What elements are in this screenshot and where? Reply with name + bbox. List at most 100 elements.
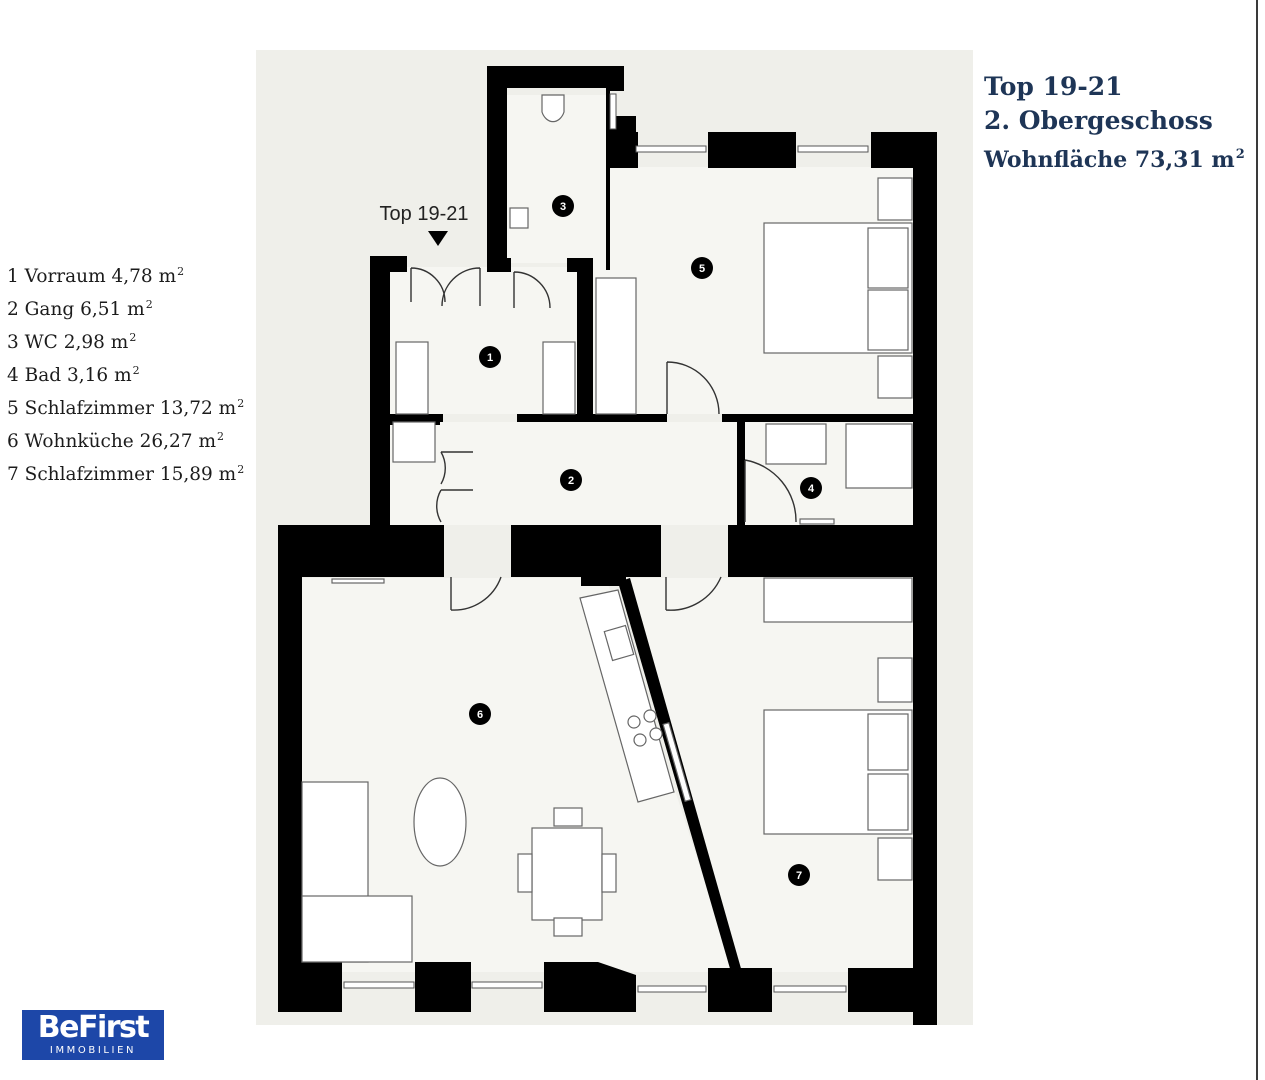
wall xyxy=(487,66,507,272)
door-schlafzimmer-5 xyxy=(666,361,720,415)
door-gang-cupboard xyxy=(436,489,473,523)
wall xyxy=(848,968,937,1012)
legend-item: 6 Wohnküche 26,27 m2 xyxy=(7,430,224,452)
floor-plan: Top 19-21 1 2 3 4 5 6 7 xyxy=(256,50,973,1025)
legend-item: 4 Bad 3,16 m2 xyxy=(7,364,140,386)
window xyxy=(343,981,415,989)
sofa xyxy=(301,895,413,963)
wall xyxy=(581,570,626,586)
logo-tagline: IMMOBILIEN xyxy=(49,1045,137,1056)
wall xyxy=(567,258,593,272)
washbasin-wc xyxy=(509,207,529,229)
legend-item: 3 WC 2,98 m2 xyxy=(7,331,137,353)
chair xyxy=(553,807,583,827)
room-number: 5 xyxy=(699,263,705,275)
toilet xyxy=(541,94,565,123)
door-schlafzimmer-7 xyxy=(665,576,722,611)
floor-wc xyxy=(507,95,606,263)
window xyxy=(637,985,707,993)
stove-burner xyxy=(649,727,663,741)
wardrobe xyxy=(763,577,913,623)
wall xyxy=(577,260,593,415)
window xyxy=(797,145,869,153)
towel-rail xyxy=(799,518,835,525)
washing-machine xyxy=(392,421,436,463)
doors xyxy=(410,267,797,611)
wall xyxy=(913,132,937,1025)
pillow xyxy=(867,713,909,771)
logo-brand: BeFirst xyxy=(37,1010,150,1045)
window xyxy=(773,985,847,993)
shower xyxy=(845,423,913,489)
wall xyxy=(606,66,624,91)
door-gang-cupboard xyxy=(440,451,473,485)
wall xyxy=(728,525,937,577)
room-marker xyxy=(552,195,574,217)
room-number: 1 xyxy=(487,352,493,364)
sink xyxy=(603,624,635,662)
legend-item: 2 Gang 6,51 m2 xyxy=(7,298,153,320)
nightstand xyxy=(877,837,913,881)
chair xyxy=(553,917,583,937)
room-marker xyxy=(469,703,491,725)
door-wc xyxy=(513,271,551,309)
chair xyxy=(517,853,533,893)
wall xyxy=(544,962,636,1012)
wall xyxy=(415,962,471,1012)
wall xyxy=(487,66,624,88)
wardrobe xyxy=(395,341,429,415)
entrance-door-left xyxy=(410,267,446,303)
entrance-arrow xyxy=(428,231,448,246)
room-marker xyxy=(479,346,501,368)
wall xyxy=(390,414,443,422)
wall xyxy=(278,525,302,1000)
page-right-border xyxy=(1256,0,1258,1080)
wall xyxy=(708,132,796,168)
room-number: 2 xyxy=(568,475,574,487)
windows xyxy=(343,93,869,993)
room-marker xyxy=(788,864,810,886)
wall xyxy=(708,968,772,1012)
wall xyxy=(737,422,745,528)
entrance-door-right xyxy=(441,267,481,307)
entrance-label: Top 19-21 xyxy=(380,203,469,225)
furniture xyxy=(301,94,913,963)
stove-burner xyxy=(633,733,647,747)
wall xyxy=(370,256,407,272)
window xyxy=(609,93,617,130)
unit-info: Top 19-21 2. Obergeschoss Wohnfläche 73,… xyxy=(984,70,1245,177)
room-number: 7 xyxy=(796,870,802,882)
wall xyxy=(606,90,610,270)
wall xyxy=(370,256,390,556)
kitchen-counter xyxy=(579,589,675,803)
radiator xyxy=(662,721,692,803)
door-wohnkueche xyxy=(450,576,502,611)
wardrobe xyxy=(542,341,576,415)
living-area: Wohnfläche 73,31 m2 xyxy=(984,147,1245,173)
chair xyxy=(601,853,617,893)
pillow xyxy=(867,227,909,289)
room-marker xyxy=(800,477,822,499)
pillow xyxy=(867,773,909,831)
legend-item: 7 Schlafzimmer 15,89 m2 xyxy=(7,463,245,485)
wall xyxy=(722,414,913,422)
befirst-logo: BeFirst IMMOBILIEN xyxy=(22,1010,164,1060)
coffee-table xyxy=(413,777,467,867)
wardrobe xyxy=(595,277,637,415)
window xyxy=(635,145,707,153)
pillow xyxy=(867,289,909,351)
nightstand xyxy=(877,355,913,399)
dining-table xyxy=(531,827,603,921)
room-number: 3 xyxy=(560,201,566,213)
nightstand xyxy=(877,657,913,703)
wall xyxy=(511,525,661,577)
wall xyxy=(517,414,667,422)
door-bad xyxy=(744,459,797,523)
wall xyxy=(491,258,511,272)
stove-burner xyxy=(643,709,657,723)
wall xyxy=(278,525,444,577)
floor-label: 2. Obergeschoss xyxy=(984,106,1213,135)
room-number: 6 xyxy=(477,709,483,721)
nightstand xyxy=(877,177,913,221)
wall xyxy=(606,132,630,168)
